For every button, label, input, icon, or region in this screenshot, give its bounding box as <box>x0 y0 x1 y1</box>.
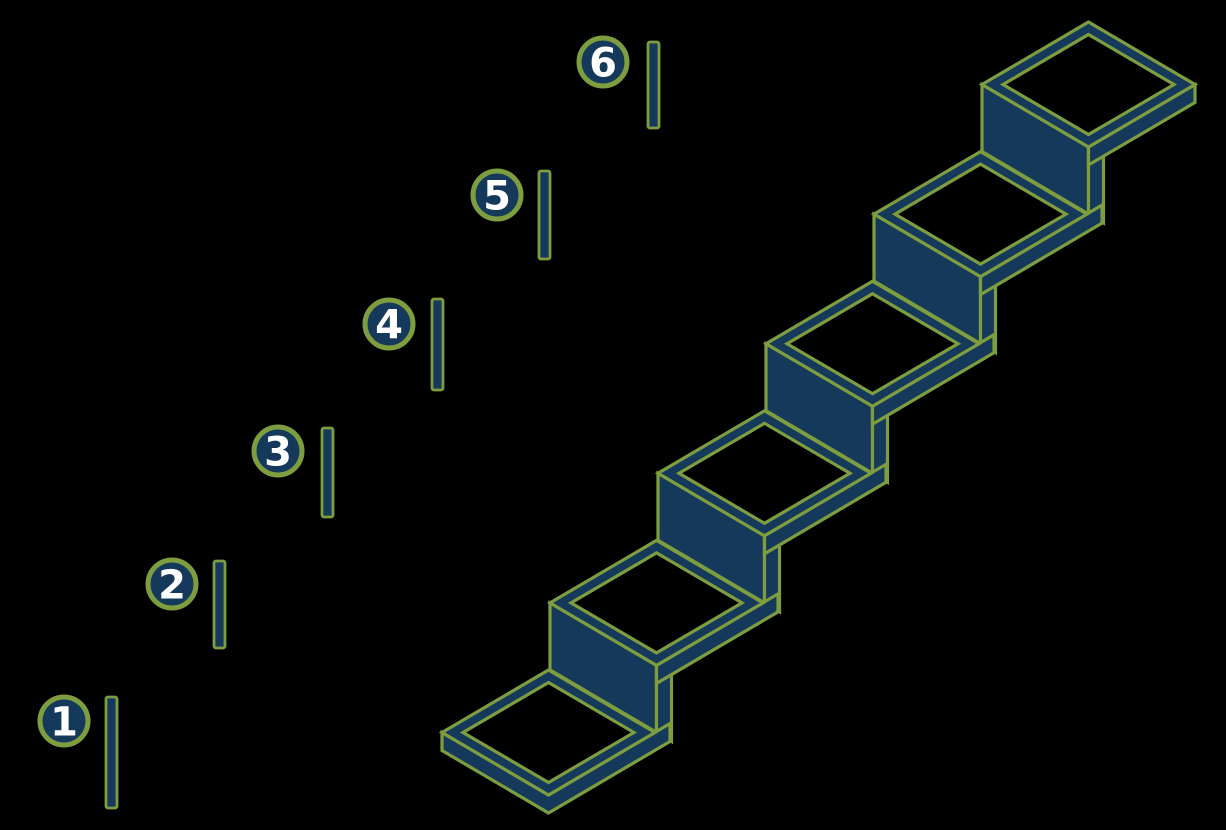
step-marker-bar <box>104 695 119 810</box>
step-number-circle <box>251 424 305 478</box>
step-number-circle <box>37 694 91 748</box>
step-number-circle <box>362 297 416 351</box>
step-number-label: 2 <box>158 563 186 609</box>
stair-step-slab-edge <box>870 331 996 427</box>
step-number-label: 3 <box>264 430 292 476</box>
step-marker-5: 5 <box>470 168 552 261</box>
stair-step-tread-frame <box>978 20 1199 149</box>
stair-step-1 <box>438 668 672 815</box>
step-marker-bar <box>537 169 552 261</box>
stair-step-5 <box>870 149 1104 356</box>
stair-step-4 <box>762 279 996 486</box>
step-marker-4: 4 <box>362 297 445 392</box>
step-marker-6: 6 <box>576 35 661 130</box>
step-number-label: 5 <box>483 174 511 220</box>
step-number-circle <box>470 168 524 222</box>
stair-step-tread-frame <box>654 408 875 538</box>
stair-step-slab-edge <box>978 202 1104 298</box>
stair-step-2 <box>546 538 780 745</box>
step-number-label: 4 <box>375 303 403 349</box>
step-marker-bar <box>430 297 445 392</box>
stair-step-slab-edge <box>762 461 888 557</box>
stair-step-slab-edge <box>654 591 780 687</box>
step-marker-bar <box>320 426 335 519</box>
step-number-label: 6 <box>589 41 617 87</box>
stair-step-tread-frame <box>762 279 983 409</box>
step-marker-3: 3 <box>251 424 335 519</box>
step-number-label: 1 <box>50 700 78 746</box>
step-number-circle <box>576 35 630 89</box>
step-marker-1: 1 <box>37 694 119 810</box>
isometric-staircase <box>438 20 1199 815</box>
step-marker-2: 2 <box>145 557 227 650</box>
step-markers: 1 2 3 4 5 6 <box>37 35 661 810</box>
step-marker-bar <box>212 559 227 650</box>
stair-step-tread-frame <box>546 538 767 668</box>
step-marker-bar <box>646 40 661 130</box>
step-number-circle <box>145 557 199 611</box>
stair-step-tread-frame <box>438 668 659 797</box>
stair-step-tread-frame <box>870 149 1091 279</box>
stair-step-3 <box>654 408 888 615</box>
stair-step-6 <box>978 20 1199 226</box>
